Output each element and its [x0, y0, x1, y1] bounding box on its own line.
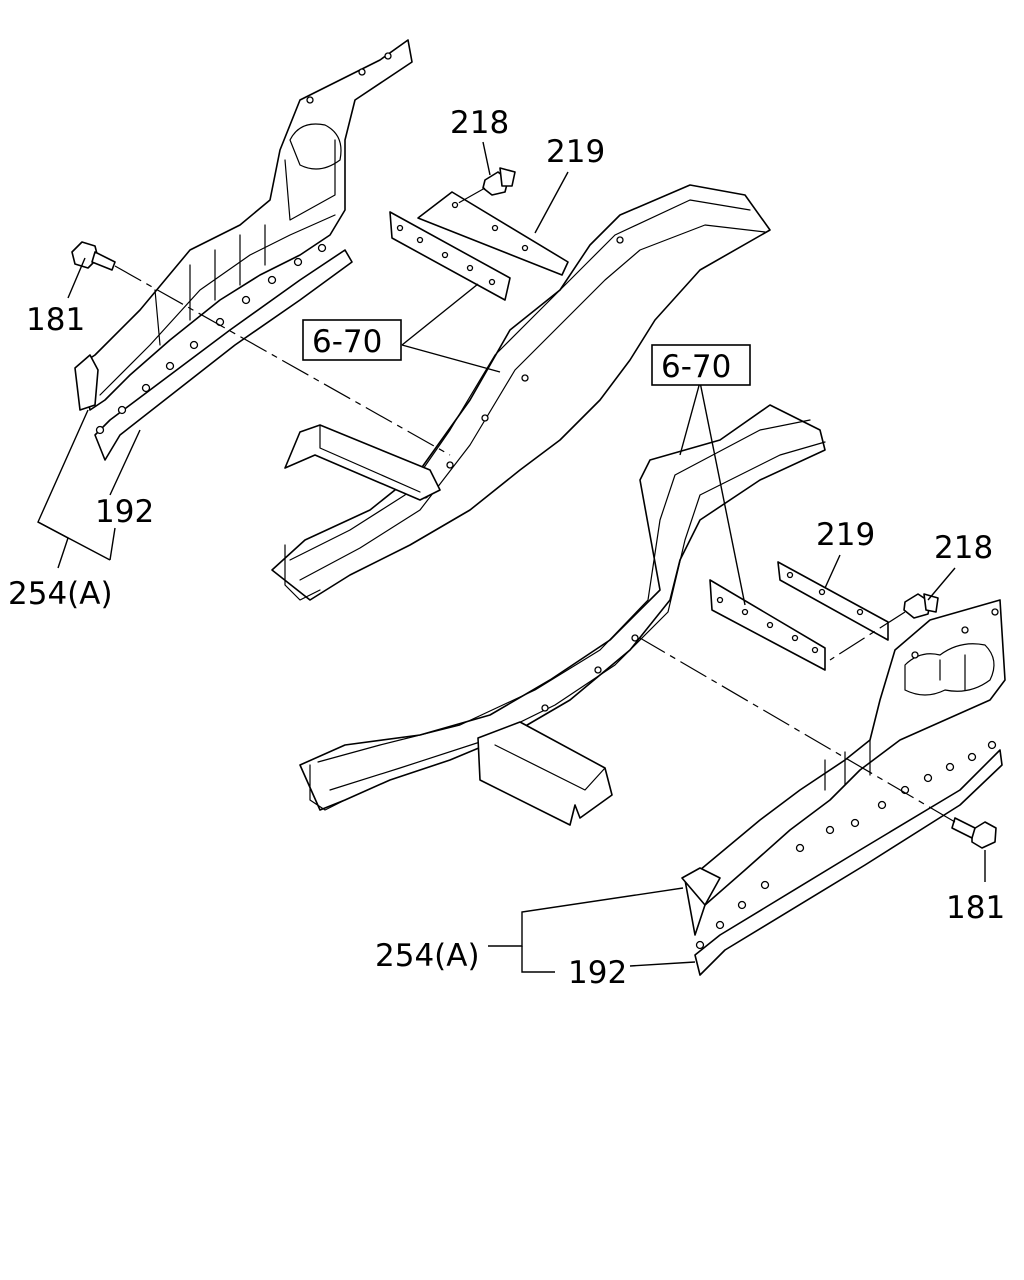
callout-219-right: 219 [816, 517, 875, 553]
left-crossmember [284, 424, 441, 501]
ref-box-6-70-left [302, 319, 402, 361]
left-reinforcement-192 [74, 39, 413, 461]
right-crossmember [477, 721, 613, 826]
callout-254a-left: 254(A) [8, 576, 113, 612]
callout-219-left: 219 [546, 134, 605, 170]
callout-192-right: 192 [568, 955, 627, 991]
callout-181-right: 181 [946, 890, 1005, 926]
leader-lines [37, 141, 986, 973]
right-plate-6-70 [709, 579, 826, 671]
right-reinforcement-192 [681, 599, 1006, 976]
left-nut-218 [454, 167, 516, 206]
left-plate-219 [417, 191, 569, 276]
callout-254a-right: 254(A) [375, 938, 480, 974]
callout-181-left: 181 [26, 302, 85, 338]
left-bolt-181 [71, 241, 451, 456]
callout-192-left: 192 [95, 494, 154, 530]
right-plate-219 [777, 561, 889, 641]
right-nut-218 [829, 593, 939, 661]
left-plate-6-70 [389, 211, 511, 301]
left-frame-rail [271, 184, 771, 601]
right-frame-rail [299, 404, 826, 811]
callout-6-70-right: 6-70 [661, 349, 731, 385]
right-bolt-181 [639, 637, 997, 849]
callout-6-70-left: 6-70 [312, 324, 382, 360]
callout-218-right: 218 [934, 530, 993, 566]
ref-box-6-70-right [651, 344, 751, 386]
callout-218-left: 218 [450, 105, 509, 141]
